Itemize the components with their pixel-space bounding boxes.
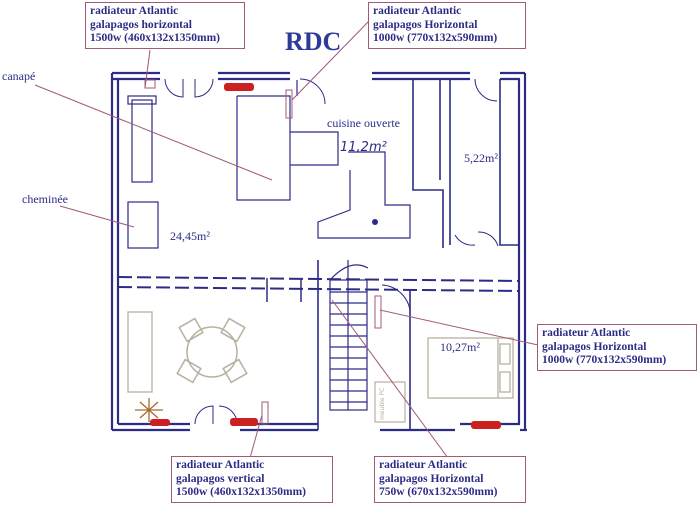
area-kitchen-side: 5,22m² (464, 151, 498, 165)
radiator-top-left (224, 83, 254, 91)
callout-line: 1500w (460x132x1350mm) (176, 486, 306, 498)
callout-line: radiateur Atlantic (379, 459, 468, 471)
callout-line: galapagos Horizontal (373, 18, 478, 31)
callout-bottom-right: radiateur Atlantic galapagos Horizontal … (374, 456, 526, 503)
doors (164, 78, 499, 425)
label-kitchen: cuisine ouverte (327, 116, 400, 130)
callout-line: galapagos Horizontal (542, 340, 647, 353)
callout-line: galapagos horizontal (90, 18, 192, 31)
callout-line: 1000w (770x132x590mm) (542, 354, 667, 366)
callout-line: galapagos Horizontal (379, 472, 484, 485)
label-sofa: canapé (2, 69, 36, 83)
leader-lines (34, 19, 539, 459)
plant (135, 398, 163, 422)
sideboard (127, 311, 153, 393)
fireplace (127, 201, 159, 249)
callout-line: radiateur Atlantic (542, 327, 631, 339)
callout-line: 1000w (770x132x590mm) (373, 32, 498, 44)
callout-top-right: radiateur Atlantic galapagos Horizontal … (368, 2, 526, 49)
outer-walls (110, 71, 527, 432)
posts (266, 278, 302, 302)
bed (427, 337, 514, 399)
sofa (127, 95, 157, 183)
dashed-lines (117, 276, 520, 292)
callout-top-left: radiateur Atlantic galapagos horizontal … (85, 2, 245, 49)
radiator-bottom-right (471, 421, 501, 429)
desk-label: meuble PC (379, 388, 386, 420)
callout-mid-right: radiateur Atlantic galapagos Horizontal … (537, 324, 697, 371)
kitchen-point (372, 219, 378, 225)
area-bedroom: 10,27m² (440, 340, 480, 354)
callout-line: galapagos vertical (176, 472, 265, 485)
radiator-bottom-mid (150, 419, 170, 426)
kitchen-counters (236, 80, 411, 239)
area-living: 24,45m² (170, 229, 210, 243)
staircase (329, 260, 369, 411)
desk (374, 381, 406, 423)
callout-line: radiateur Atlantic (373, 5, 462, 17)
radiators-outline (144, 79, 382, 425)
handwritten-note: 11,2m² (340, 140, 387, 155)
plan-title: RDC (285, 27, 342, 56)
callout-bottom-left: radiateur Atlantic galapagos vertical 15… (171, 456, 333, 503)
callout-line: 1500w (460x132x1350mm) (90, 32, 220, 44)
radiator-bottom-left (230, 418, 258, 426)
callout-line: 750w (670x132x590mm) (379, 486, 498, 498)
label-fireplace: cheminée (22, 192, 68, 206)
callout-line: radiateur Atlantic (176, 459, 265, 471)
callout-line: radiateur Atlantic (90, 5, 179, 17)
dining-table (176, 317, 248, 384)
radiators (150, 83, 501, 429)
